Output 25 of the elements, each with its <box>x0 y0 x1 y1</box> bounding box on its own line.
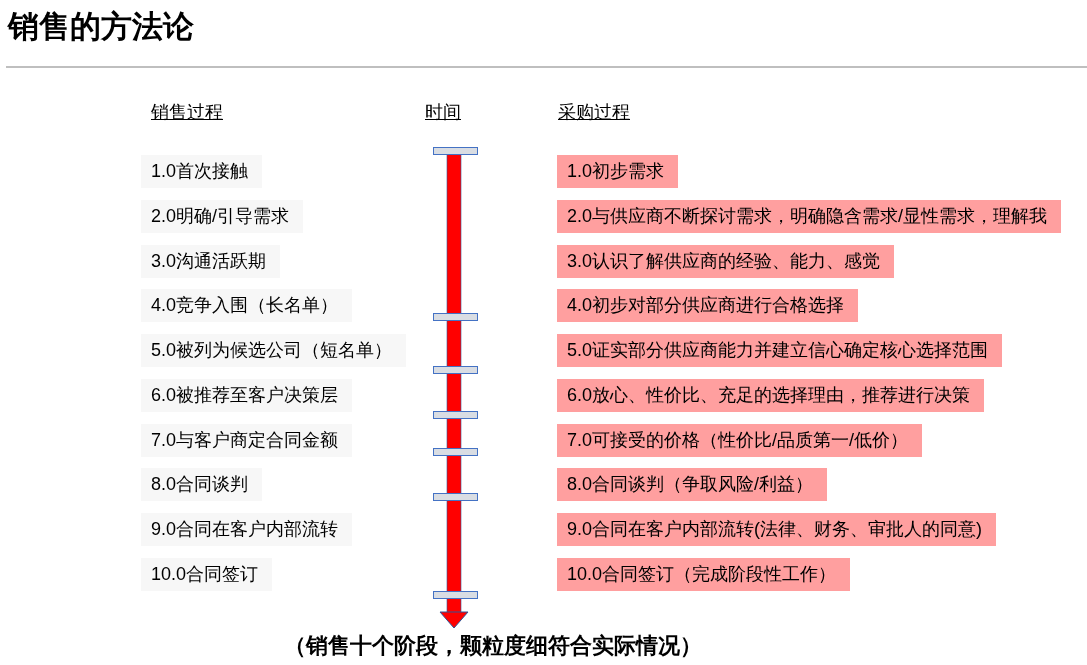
sales-stage-box: 5.0被列为候选公司（短名单） <box>141 334 407 367</box>
sales-stage-box: 10.0合同签订 <box>141 558 273 591</box>
purchase-stage-box: 3.0认识了解供应商的经验、能力、感觉 <box>557 245 895 278</box>
purchase-stage-box: 10.0合同签订（完成阶段性工作） <box>557 558 851 591</box>
page-title: 销售的方法论 <box>8 8 194 46</box>
column-heading: 销售过程 <box>151 101 223 123</box>
column-heading: 时间 <box>425 101 461 123</box>
purchase-stage-box: 2.0与供应商不断探讨需求，明确隐含需求/显性需求，理解我 <box>557 200 1062 233</box>
column-heading: 采购过程 <box>558 101 630 123</box>
purchase-stage-box: 1.0初步需求 <box>557 155 679 188</box>
sales-stage-box: 1.0首次接触 <box>141 155 263 188</box>
sales-stage-box: 4.0竞争入围（长名单） <box>141 289 353 322</box>
purchase-stage-box: 6.0放心、性价比、充足的选择理由，推荐进行决策 <box>557 379 985 412</box>
purchase-stage-box: 4.0初步对部分供应商进行合格选择 <box>557 289 859 322</box>
sales-stage-box: 2.0明确/引导需求 <box>141 200 304 233</box>
purchase-stage-box: 8.0合同谈判（争取风险/利益） <box>557 468 828 501</box>
purchase-stage-box: 5.0证实部分供应商能力并建立信心确定核心选择范围 <box>557 334 1003 367</box>
sales-stage-box: 8.0合同谈判 <box>141 468 263 501</box>
sales-stage-box: 6.0被推荐至客户决策层 <box>141 379 353 412</box>
sales-stage-box: 7.0与客户商定合同金额 <box>141 424 353 457</box>
purchase-stage-box: 9.0合同在客户内部流转(法律、财务、审批人的同意) <box>557 513 996 546</box>
purchase-stage-box: 7.0可接受的价格（性价比/品质第一/低价） <box>557 424 923 457</box>
sales-stage-box: 3.0沟通活跃期 <box>141 245 281 278</box>
sales-stage-box: 9.0合同在客户内部流转 <box>141 513 353 546</box>
caption: （销售十个阶段，颗粒度细符合实际情况） <box>284 632 702 660</box>
